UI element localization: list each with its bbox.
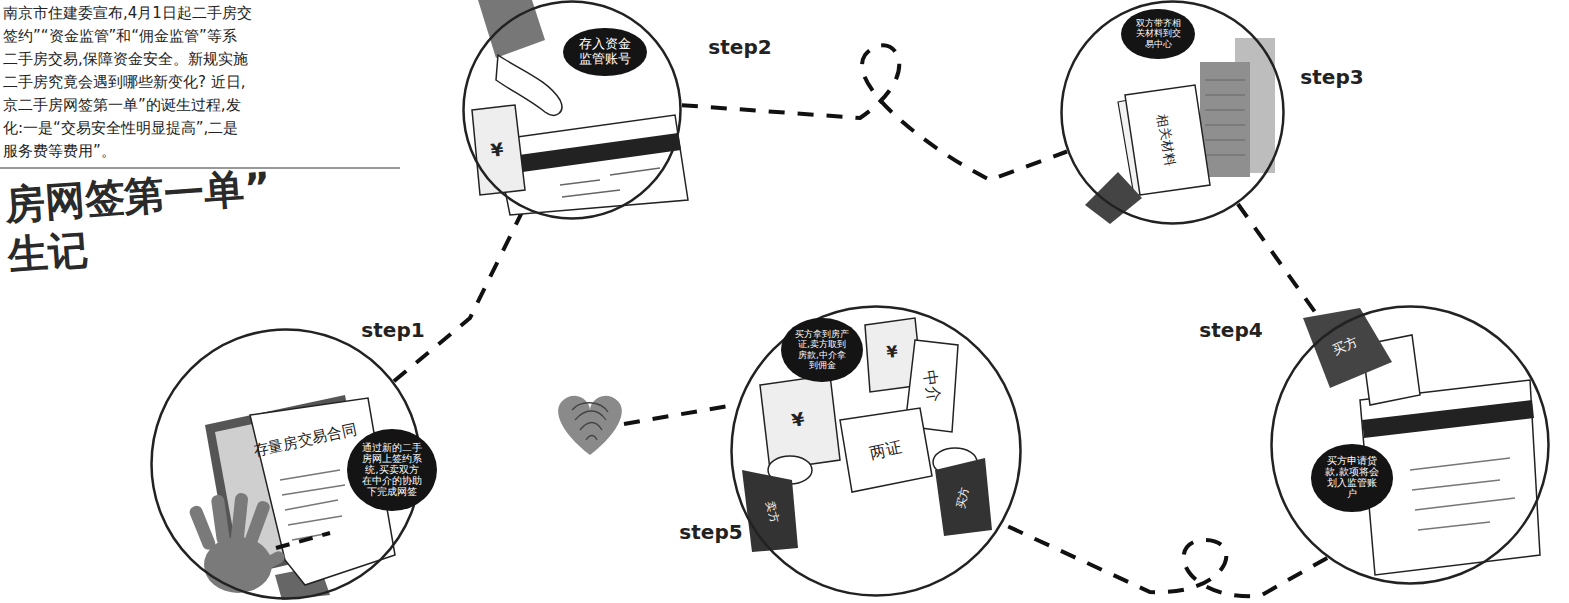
sleeve-text: 买方 <box>954 486 971 510</box>
finger <box>230 493 248 544</box>
handwriting-lines <box>280 470 345 540</box>
circle-border <box>732 307 1021 596</box>
doc-stripe <box>1362 400 1534 438</box>
step-circle: step5买方拿到房产证,卖方取到房款,中介拿到佣金¥¥中介两证卖方买方 <box>730 305 1022 597</box>
fingerprint-heart <box>558 396 734 455</box>
hand-print <box>188 493 287 593</box>
paper-text: 相关材料 <box>1154 113 1178 167</box>
circle-outline <box>1270 305 1550 585</box>
step2-art <box>472 0 688 215</box>
step-label: step2 <box>708 35 771 59</box>
step-label: step3 <box>1300 65 1363 89</box>
article-text: 京二手房网签第一单”的诞生过程,发 <box>3 96 241 114</box>
step4-art <box>1303 308 1540 575</box>
step-circle: step4买方买方申请贷款,款项将会划入监管账户 <box>1270 305 1550 585</box>
circle-outline <box>462 0 682 220</box>
step-label: step5 <box>679 520 742 544</box>
speech-text: 买方拿到房产证,卖方取到房款,中介拿到佣金 <box>795 329 849 370</box>
dashed-connector <box>682 45 1067 180</box>
money <box>760 375 840 470</box>
step-circle: step3双方带齐相关材料到交易中心相关材料 <box>1060 0 1285 225</box>
seller-sleeve <box>742 470 798 552</box>
money-sign: ¥ <box>489 138 504 161</box>
article-text: 签约”“资金监管”和“佣金监管”等系 <box>3 27 237 45</box>
speech-text: 存入资金监管账号 <box>577 37 633 67</box>
circle-border <box>464 2 681 219</box>
thumb <box>249 549 286 576</box>
building <box>1200 62 1250 177</box>
dashed-connector <box>1238 204 1329 331</box>
speech-text: 通过新的二手房网上签约系统,买卖双方在中介的协助下完成网签 <box>362 443 422 498</box>
windows <box>1205 80 1245 155</box>
dashed-connector <box>1003 524 1328 596</box>
sleeve-text: 买方 <box>1330 333 1360 358</box>
dashed-trail <box>624 405 734 424</box>
finger <box>211 494 231 545</box>
money-sign: ¥ <box>790 408 807 432</box>
doc-lines <box>1410 458 1515 530</box>
step-circle: step1存量房交易合同通过新的二手房网上签约系统,买卖双方在中介的协助下完成网… <box>150 328 422 600</box>
speech-text: 买方申请贷款,款项将会划入监管账户 <box>1325 456 1379 500</box>
money-sign: ¥ <box>886 342 899 362</box>
step5-art <box>742 318 992 552</box>
article-text: 服务费等费用”。 <box>3 142 116 160</box>
money-stack <box>472 105 525 195</box>
finger <box>243 499 271 547</box>
sleeve-text: 卖方 <box>763 500 781 525</box>
ridges <box>572 403 608 440</box>
buyer-sleeve <box>935 458 992 536</box>
card-lines <box>560 168 660 197</box>
dashed-trail <box>276 533 330 548</box>
hand-title: 房网签第一单” 生记 <box>3 161 276 279</box>
bank-card <box>495 115 688 215</box>
contract-title: 存量房交易合同 <box>252 420 358 459</box>
article-text: 二手房究竟会遇到哪些新变化? 近日, <box>3 73 246 91</box>
article-text: 化:一是“交易安全性明显提高”,二是 <box>3 119 238 137</box>
speech-text: 双方带齐相关材料到交易中心 <box>1134 18 1182 49</box>
paper <box>1125 85 1210 195</box>
circle-border <box>1272 307 1549 584</box>
heart <box>558 396 622 455</box>
article-text: 南京市住建委宣布,4月1日起二手房交 <box>3 4 252 22</box>
paper-text: 两证 <box>868 437 903 462</box>
step-label: step4 <box>1199 318 1262 342</box>
article-text: 二手房交易,保障资金安全。新规实施 <box>3 50 248 68</box>
speech-bubble <box>781 318 862 382</box>
certificates <box>840 408 932 492</box>
dashed-connector <box>394 209 524 381</box>
step-label: step1 <box>361 318 424 342</box>
step-circle: step2存入资金监管账号¥ <box>462 0 682 220</box>
sleeve <box>1303 308 1392 388</box>
paper-text: 中介 <box>920 369 943 403</box>
circle-border <box>1062 2 1284 224</box>
